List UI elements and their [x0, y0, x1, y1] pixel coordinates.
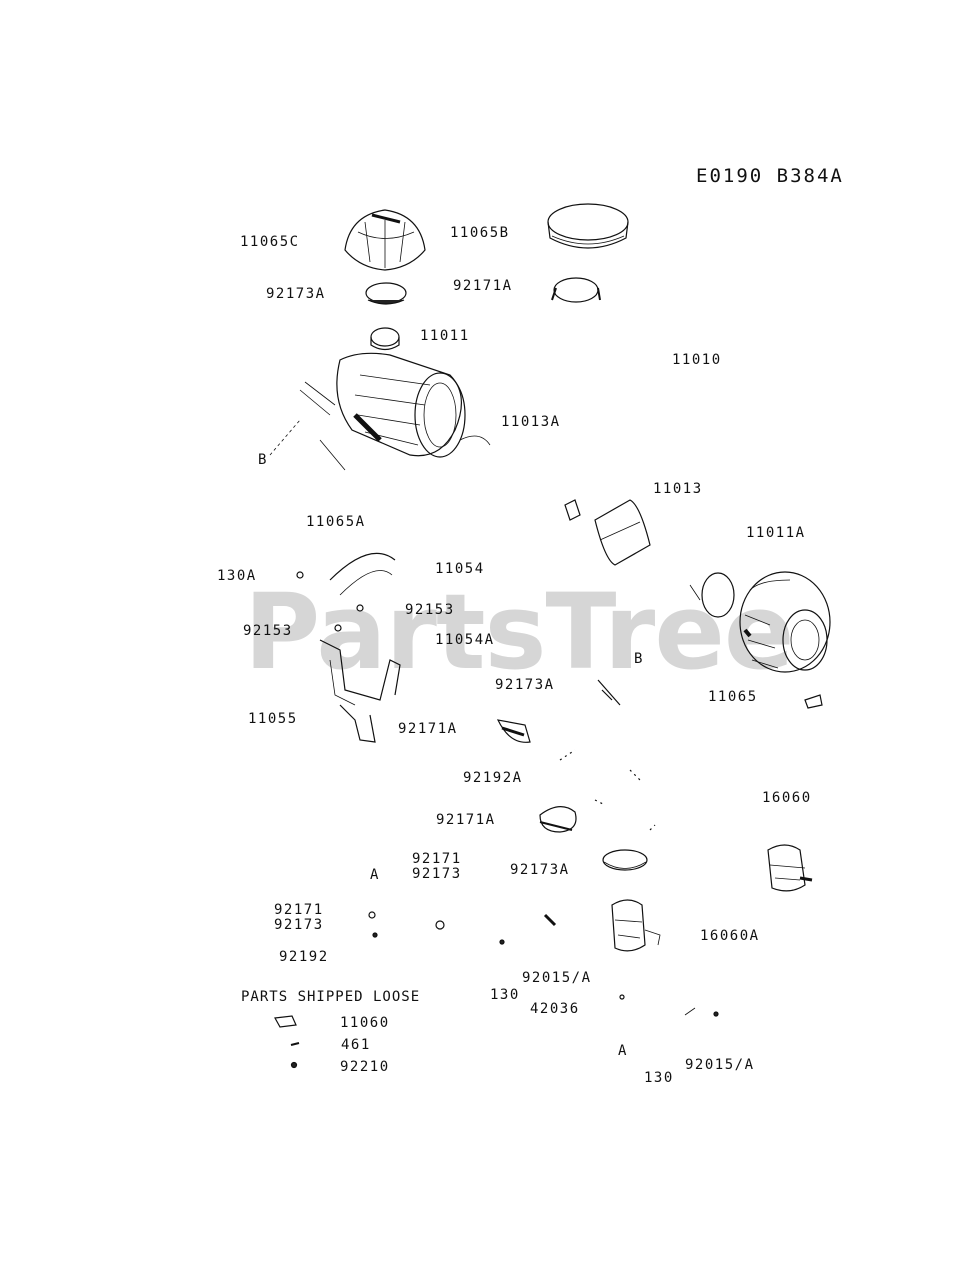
housing-11011a-drawing: [689, 571, 831, 709]
cap-11065c-drawing: [344, 209, 426, 271]
clamp-92173a-top-drawing: [365, 282, 407, 305]
part-label-42036: 42036: [530, 1001, 580, 1017]
part-label-16060: 16060: [762, 790, 812, 806]
part-label-11011: 11011: [420, 328, 470, 344]
reference-label-a: A: [370, 867, 380, 883]
part-label-92153: 92153: [405, 602, 455, 618]
part-label-92153: 92153: [243, 623, 293, 639]
part-label-11065c: 11065C: [240, 234, 300, 250]
loose-parts-icons: [274, 1015, 300, 1069]
part-label-92171a: 92171A: [398, 721, 458, 737]
part-label-11065a: 11065A: [306, 514, 366, 530]
part-label-92015a: 92015/A: [685, 1057, 755, 1073]
bracket-11054a-drawing: [319, 604, 401, 743]
part-label-92192a: 92192A: [463, 770, 523, 786]
fitting-16060a-drawing: [611, 899, 661, 952]
part-label-130: 130: [490, 987, 520, 1003]
part-label-16060a: 16060A: [700, 928, 760, 944]
part-label-92171: 92171: [412, 851, 462, 867]
clamp-92171a-mid-drawing: [496, 719, 531, 743]
part-label-92210: 92210: [340, 1059, 390, 1075]
part-label-92192: 92192: [279, 949, 329, 965]
small-hardware-drawing: [368, 911, 719, 1017]
part-label-92171a: 92171A: [436, 812, 496, 828]
bracket-11054-drawing: [296, 552, 396, 596]
leader-lines: [559, 749, 656, 831]
part-label-11010: 11010: [672, 352, 722, 368]
clamp-92173a-mid-drawing: [597, 679, 621, 706]
part-label-11065b: 11065B: [450, 225, 510, 241]
part-label-11055: 11055: [248, 711, 298, 727]
part-label-11054: 11054: [435, 561, 485, 577]
part-label-92173a: 92173A: [510, 862, 570, 878]
part-label-11060: 11060: [340, 1015, 390, 1031]
diagram-code: E0190 B384A: [696, 165, 844, 187]
part-label-92173: 92173: [412, 866, 462, 882]
reference-label-b: B: [634, 651, 644, 667]
part-label-92015a: 92015/A: [522, 970, 592, 986]
part-label-11013: 11013: [653, 481, 703, 497]
part-label-92173a: 92173A: [266, 286, 326, 302]
part-label-11011a: 11011A: [746, 525, 806, 541]
reference-label-b: B: [258, 452, 268, 468]
reference-label-a: A: [618, 1043, 628, 1059]
part-label-92173: 92173: [274, 917, 324, 933]
fitting-16060-drawing: [767, 844, 813, 892]
clamp-92171a-low-drawing: [539, 806, 577, 833]
ring-11011-drawing: [370, 327, 400, 351]
parts-shipped-loose-heading: PARTS SHIPPED LOOSE: [241, 989, 421, 1005]
part-label-130a: 130A: [217, 568, 257, 584]
filter-11013a-drawing: [269, 352, 491, 471]
part-label-461: 461: [341, 1037, 371, 1053]
part-label-92173a: 92173A: [495, 677, 555, 693]
cap-11065b-drawing: [547, 203, 629, 249]
part-label-92171a: 92171A: [453, 278, 513, 294]
part-label-11013a: 11013A: [501, 414, 561, 430]
part-label-11054a: 11054A: [435, 632, 495, 648]
part-label-92171: 92171: [274, 902, 324, 918]
clamp-92171a-top-drawing: [551, 277, 601, 303]
clamp-92173a-low-drawing: [602, 849, 648, 871]
part-label-11065: 11065: [708, 689, 758, 705]
ring-11013-drawing: [564, 499, 651, 566]
part-label-130: 130: [644, 1070, 674, 1086]
